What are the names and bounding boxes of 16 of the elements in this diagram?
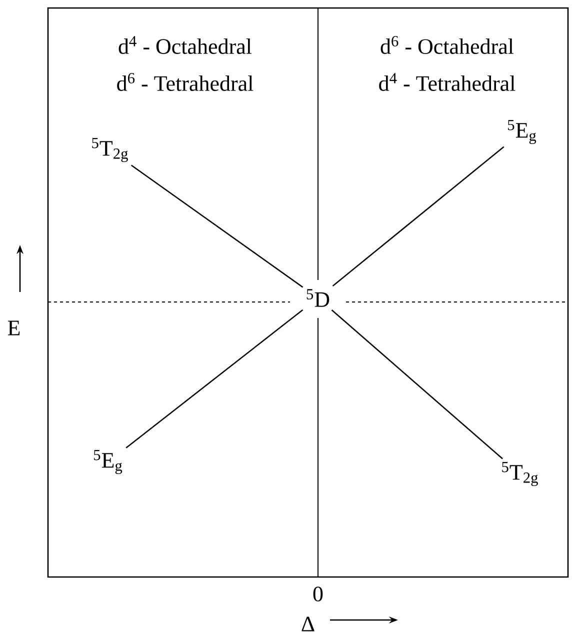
term-label: $^{5}$E$_{g}$ xyxy=(508,120,536,144)
case-label: d$^{6}$ - Tetrahedral xyxy=(117,73,254,91)
term-label: $^{5}$E$_{g}$ xyxy=(94,450,122,474)
case-label: d$^{4}$ - Octahedral xyxy=(118,36,252,54)
center-term-label: $^{5}$D xyxy=(306,289,330,307)
axis-label: E xyxy=(8,320,20,336)
case-label: d$^{4}$ - Tetrahedral xyxy=(379,73,516,91)
term-label: $^{5}$T$_{2g}$ xyxy=(502,462,538,486)
case-label: d$^{6}$ - Octahedral xyxy=(380,36,514,54)
tick-label: 0 xyxy=(313,586,323,602)
connector-line xyxy=(130,164,304,288)
connector-line xyxy=(331,310,503,460)
connector-line xyxy=(126,309,304,448)
axis-label: Δ xyxy=(302,616,314,632)
term-label: $^{5}$T$_{2g}$ xyxy=(92,138,128,162)
connector-line xyxy=(332,146,504,286)
